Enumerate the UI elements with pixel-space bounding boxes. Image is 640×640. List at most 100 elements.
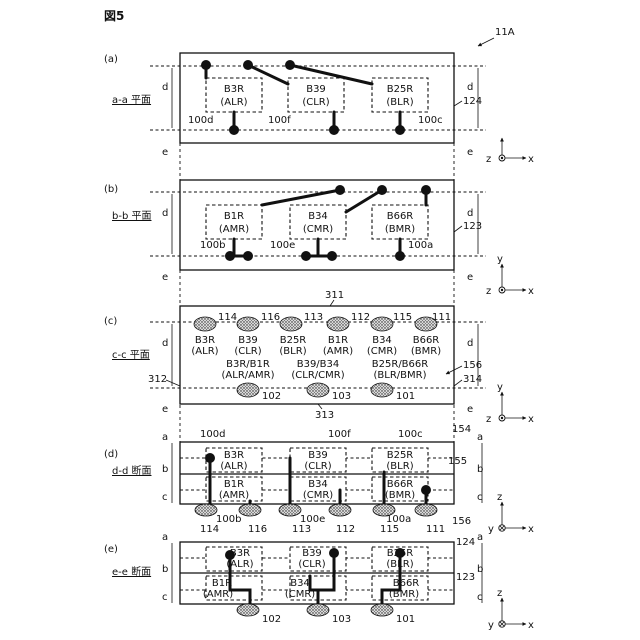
panel-d-lower-mode: (CMR) (303, 490, 333, 501)
panel-b-via (377, 185, 387, 195)
axis-o-label: y (488, 620, 494, 631)
panel-d-ref-bottom: 100b (216, 514, 241, 525)
panel-a-via (229, 125, 239, 135)
axis-origin-dot (501, 157, 503, 159)
panel-b-box-3-mode: (BMR) (385, 224, 415, 235)
dim-label-c: c (477, 492, 483, 503)
panel-a-box-2-band: B39 (306, 84, 326, 95)
panel-b-ref-2: 100e (270, 240, 295, 251)
panel-e-via (395, 548, 405, 558)
dim-label-e: e (162, 404, 168, 415)
panel-c-top-ref: 311 (325, 290, 344, 301)
panel-a-caption: a-a 平面 (112, 95, 151, 106)
panel-d-pad (279, 504, 301, 516)
panel-c: (c) c-c 平面 311 313 312 314 156 114 116 1… (104, 290, 534, 425)
panel-b-box-2-mode: (CMR) (303, 224, 333, 235)
panel-b-via (243, 251, 253, 261)
panel-c-common-pad (371, 383, 393, 397)
panel-c-lower-mode: (BLR/BMR) (374, 370, 427, 381)
axis-v-label: z (486, 154, 491, 165)
panel-c-common-pad (307, 383, 329, 397)
dim-label-d: d (162, 208, 168, 219)
axis-h-label: x (528, 414, 534, 425)
panel-e-lower-band: B34 (290, 578, 310, 589)
panel-a-via (201, 60, 211, 70)
panel-d: (d) d-d 断面 100d 100f 100c 154 155 156 B3… (104, 424, 534, 535)
panel-d-upper-band: B3R (224, 450, 244, 461)
panel-c-left-leader (166, 380, 180, 386)
axis-v-label: y (497, 382, 503, 393)
panel-d-via (421, 485, 431, 495)
panel-a-layer-leader (454, 101, 462, 106)
panel-b-box-1-band: B1R (224, 211, 244, 222)
panel-c-right-ref: 314 (463, 374, 482, 385)
panel-c-lower-mode: (ALR/AMR) (222, 370, 275, 381)
panel-c-pad-mode: (BLR) (279, 346, 306, 357)
panel-e-pad (237, 604, 259, 616)
panel-e-layer-mid: 123 (456, 572, 475, 583)
panel-a-box-3-mode: (BLR) (386, 97, 413, 108)
panel-b-box-1-mode: (AMR) (219, 224, 249, 235)
axis-v-label: y (497, 254, 503, 265)
panel-b: (b) b-b 平面 B1R (AMR) B34 (CMR) B66R (BMR… (104, 180, 534, 297)
axis-v-label: z (497, 492, 502, 503)
dim-label-e: e (162, 272, 168, 283)
panel-e-pad-ref: 101 (396, 614, 415, 625)
dim-label-b: b (162, 564, 168, 575)
panel-c-pad (237, 317, 259, 331)
dim-label-d: d (467, 338, 473, 349)
axis-h-label: x (528, 286, 534, 297)
panel-e-via (225, 550, 235, 560)
panel-c-lower-band: B25R/B66R (372, 359, 428, 370)
panel-c-pad-mode: (BMR) (411, 346, 441, 357)
axis-o-label: z (486, 286, 491, 297)
dim-label-d: d (162, 82, 168, 93)
panel-a: (a) a-a 平面 B3R (ALR) B39 (CLR) B25R (BLR… (104, 53, 534, 165)
panel-d-pad-ref: 111 (426, 524, 445, 535)
panel-e-pad-ref: 102 (262, 614, 281, 625)
panel-b-label: (b) (104, 184, 118, 195)
panel-d-ref-top: 100d (200, 429, 225, 440)
panel-b-via (225, 251, 235, 261)
axis-h-label: x (528, 620, 534, 631)
panel-c-pad-mode: (AMR) (323, 346, 353, 357)
panel-b-box-3-band: B66R (387, 211, 414, 222)
dim-label-d: d (162, 338, 168, 349)
panel-c-pad-ref: 111 (432, 312, 451, 323)
panel-c-bottom-ref: 313 (315, 410, 334, 421)
panel-c-pad-ref: 116 (261, 312, 280, 323)
axis-o-label: y (488, 524, 494, 535)
panel-b-ref-1: 100b (200, 240, 225, 251)
panel-c-pad-band: B66R (413, 335, 440, 346)
panel-d-upper-mode: (BLR) (386, 461, 413, 472)
panel-c-right-leader (454, 380, 462, 386)
panel-c-pad (327, 317, 349, 331)
panel-d-pad-ref: 114 (200, 524, 219, 535)
panel-e-caption: e-e 断面 (112, 565, 151, 578)
panel-a-via (395, 125, 405, 135)
panel-d-upper-mode: (ALR) (220, 461, 247, 472)
dim-label-c: c (477, 592, 483, 603)
axis-h-label: x (528, 524, 534, 535)
panel-a-via (285, 60, 295, 70)
panel-d-caption: d-d 断面 (112, 464, 151, 477)
panel-d-lower-band: B1R (224, 479, 244, 490)
panel-e-upper-band: B39 (302, 548, 322, 559)
panel-a-via (329, 125, 339, 135)
panel-b-ref-3: 100a (408, 240, 433, 251)
panel-c-lower-band: B3R/B1R (226, 359, 270, 370)
panel-c-pad (371, 317, 393, 331)
panel-a-box-3-band: B25R (387, 84, 414, 95)
panel-d-lower-mode: (AMR) (219, 490, 249, 501)
panel-e-label: (e) (104, 544, 118, 555)
panel-c-pad-band: B25R (280, 335, 307, 346)
panel-a-box-2-mode: (CLR) (302, 97, 329, 108)
panel-c-pad-mode: (CMR) (367, 346, 397, 357)
panel-e-lower-band: B66R (393, 578, 420, 589)
panel-b-caption: b-b 平面 (112, 211, 151, 222)
figure-ref: 11A (495, 27, 515, 38)
dim-label-e: e (162, 147, 168, 158)
panel-a-label: (a) (104, 54, 118, 65)
panel-d-ref-top: 100f (328, 429, 351, 440)
panel-b-via (327, 251, 337, 261)
